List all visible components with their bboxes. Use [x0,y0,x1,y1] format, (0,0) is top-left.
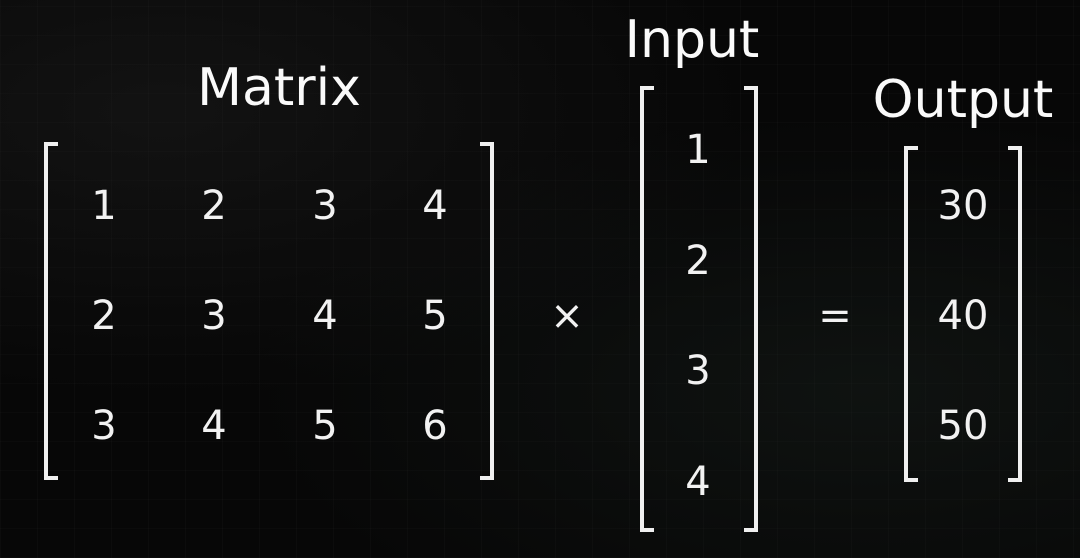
matrix-cell: 5 [312,403,338,449]
equals-operator: = [818,293,852,339]
matrix-cell: 3 [201,293,227,339]
output-cell: 50 [937,403,989,449]
input-cell: 4 [685,459,711,505]
input-left-bracket [640,86,654,532]
output-cell: 30 [937,183,989,229]
input-cell: 1 [685,127,711,173]
input-title: Input [624,10,760,70]
matrix-cell: 5 [422,293,448,339]
matrix-cell: 4 [201,403,227,449]
matrix-right-bracket [480,142,494,480]
input-cell: 2 [685,238,711,284]
matrix-cell: 3 [91,403,117,449]
output-right-bracket [1008,146,1022,482]
matrix-title: Matrix [197,58,361,118]
matrix-cell: 2 [201,183,227,229]
matrix-cell: 4 [312,293,338,339]
output-left-bracket [904,146,918,482]
matrix-cell: 4 [422,183,448,229]
multiply-operator: × [550,293,584,339]
output-title: Output [872,70,1054,130]
matrix-cell: 3 [312,183,338,229]
input-right-bracket [744,86,758,532]
matrix-cell: 1 [91,183,117,229]
matrix-left-bracket [44,142,58,480]
input-cell: 3 [685,348,711,394]
matrix-cell: 2 [91,293,117,339]
matrix-cell: 6 [422,403,448,449]
output-cell: 40 [937,293,989,339]
